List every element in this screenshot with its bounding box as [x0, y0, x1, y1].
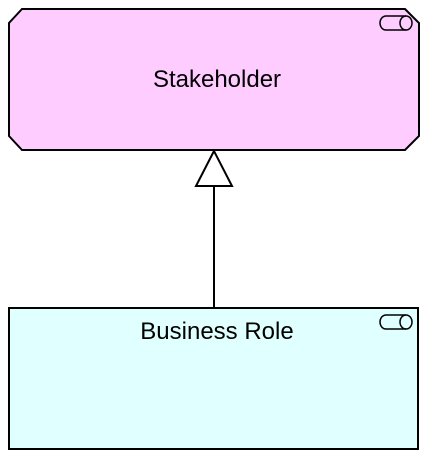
specialization-relationship[interactable] [194, 148, 234, 307]
stakeholder-node[interactable]: Stakeholder [8, 8, 420, 151]
business-role-shape [8, 307, 419, 450]
stakeholder-label: Stakeholder [153, 66, 281, 93]
stakeholder-shape [8, 8, 420, 151]
business-role-node[interactable]: Business Role [8, 307, 419, 450]
role-icon [379, 15, 413, 31]
hollow-triangle-arrowhead [194, 148, 234, 187]
role-icon [379, 314, 413, 330]
business-role-label: Business Role [140, 318, 293, 345]
